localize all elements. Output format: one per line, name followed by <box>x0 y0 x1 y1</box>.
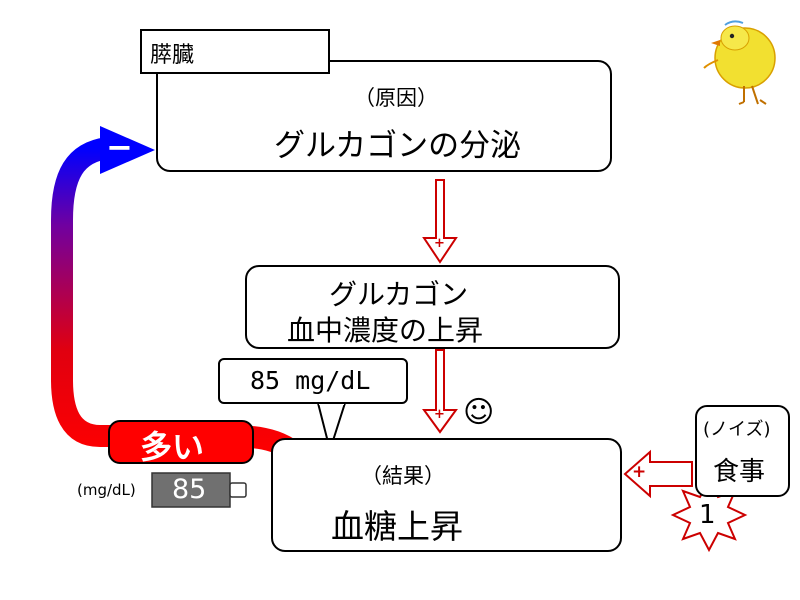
glucagon-level-line1: グルカゴン <box>329 278 469 311</box>
noise-box: (ノイズ) 食事 <box>695 405 790 497</box>
noise-title: 食事 <box>713 457 766 487</box>
meter-value: 85 <box>172 474 207 505</box>
plus-sign-upper: + <box>434 236 445 251</box>
feedback-arrowhead <box>100 126 155 174</box>
plus-sign-noise: + <box>632 462 647 482</box>
plus-sign-lower: + <box>434 407 445 422</box>
negative-feedback-sign: − <box>106 128 133 166</box>
meter-value-body <box>151 472 231 508</box>
organ-label: 膵臓 <box>140 29 330 74</box>
noise-paren-label: (ノイズ) <box>703 419 771 440</box>
chick-illustration <box>703 20 776 105</box>
reading-bubble: 85 mg/dL <box>218 358 408 404</box>
glucagon-level-box: グルカゴン 血中濃度の上昇 <box>245 265 620 349</box>
plus-arrow-level-to-result <box>422 349 458 434</box>
noise-plus-arrow <box>623 449 693 499</box>
cause-title: グルカゴンの分泌 <box>274 128 522 164</box>
result-paren-label: （結果） <box>361 464 445 488</box>
noise-count: 1 <box>699 500 716 530</box>
plus-arrow-cause-to-level <box>422 179 458 264</box>
cause-box: （原因） グルカゴンの分泌 <box>156 60 612 172</box>
smiley-icon: ☺ <box>463 395 495 430</box>
glucagon-level-line2: 血中濃度の上昇 <box>287 314 484 347</box>
meter-value-cap <box>229 482 247 498</box>
meter-unit: (mg/dL) <box>77 481 136 499</box>
cause-paren-label: （原因） <box>354 86 438 110</box>
meter-label-badge: 多い <box>108 420 254 466</box>
result-box: （結果） 血糖上昇 <box>271 438 622 552</box>
feedback-arrow <box>51 137 309 466</box>
meter-label: 多い <box>140 428 205 466</box>
result-title: 血糖上昇 <box>331 507 463 546</box>
noise-count-starburst <box>670 477 748 553</box>
